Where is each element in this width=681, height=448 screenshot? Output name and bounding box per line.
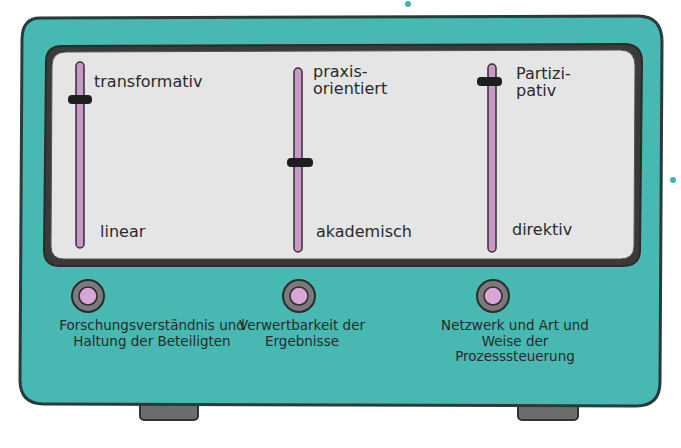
slider-handle (287, 158, 313, 167)
scale-top: Partizi- pativ (516, 66, 586, 100)
knob-label: Verwertbarkeit der Ergebnisse (222, 318, 382, 349)
tuning-knob (477, 280, 509, 312)
scale-top: praxis- orientiert (313, 64, 403, 98)
knob-label: Netzwerk und Art und Weise der Prozessst… (430, 318, 600, 365)
scale-top: transformativ (94, 74, 244, 91)
slider-handle (477, 77, 502, 86)
scale-bottom: linear (100, 224, 220, 241)
scale-bottom: direktiv (512, 222, 622, 239)
tuning-knob (72, 280, 104, 312)
knob-label: Forschungsverständnis und Haltung der Be… (52, 318, 252, 349)
slider-track (76, 62, 84, 248)
radio-screen (51, 50, 635, 259)
slider-handle (68, 95, 92, 104)
scale-bottom: akademisch (316, 224, 456, 241)
deco-dot (670, 177, 676, 183)
screen-frame (44, 44, 642, 266)
deco-dot (405, 1, 411, 7)
tuning-knob (283, 280, 315, 312)
slider-track (488, 64, 496, 252)
radio-body (20, 16, 662, 406)
